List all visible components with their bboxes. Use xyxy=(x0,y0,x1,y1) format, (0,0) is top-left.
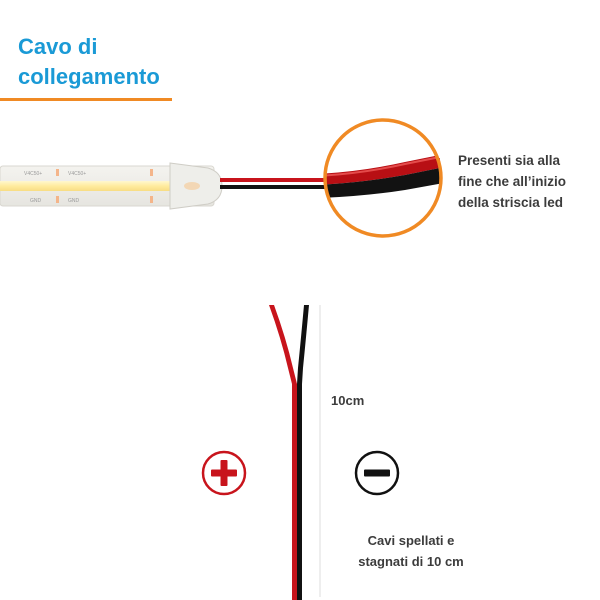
page-title: Cavo di collegamento xyxy=(18,34,160,89)
cable-red-lead xyxy=(269,305,297,600)
title-underline xyxy=(0,98,172,101)
plus-icon xyxy=(201,450,247,496)
magnifier-circle xyxy=(323,118,443,238)
cable-image xyxy=(269,305,321,600)
pcb-label: GND xyxy=(68,198,80,204)
minus-icon xyxy=(354,450,400,496)
pcb-label: V4C50+ xyxy=(68,171,86,177)
cable-note: Cavi spellati e stagnati di 10 cm xyxy=(358,533,464,569)
led-strip-image: V4C50+ V4C50+ GND GND xyxy=(0,118,443,238)
cable-black-lead xyxy=(297,305,309,600)
callout-text: Presenti sia alla fine che all’inizio de… xyxy=(458,153,567,210)
cob-led-band xyxy=(0,181,206,191)
pcb-label: V4C50+ xyxy=(24,171,42,177)
length-label: 10cm xyxy=(331,393,365,408)
pcb-label: GND xyxy=(30,198,42,204)
